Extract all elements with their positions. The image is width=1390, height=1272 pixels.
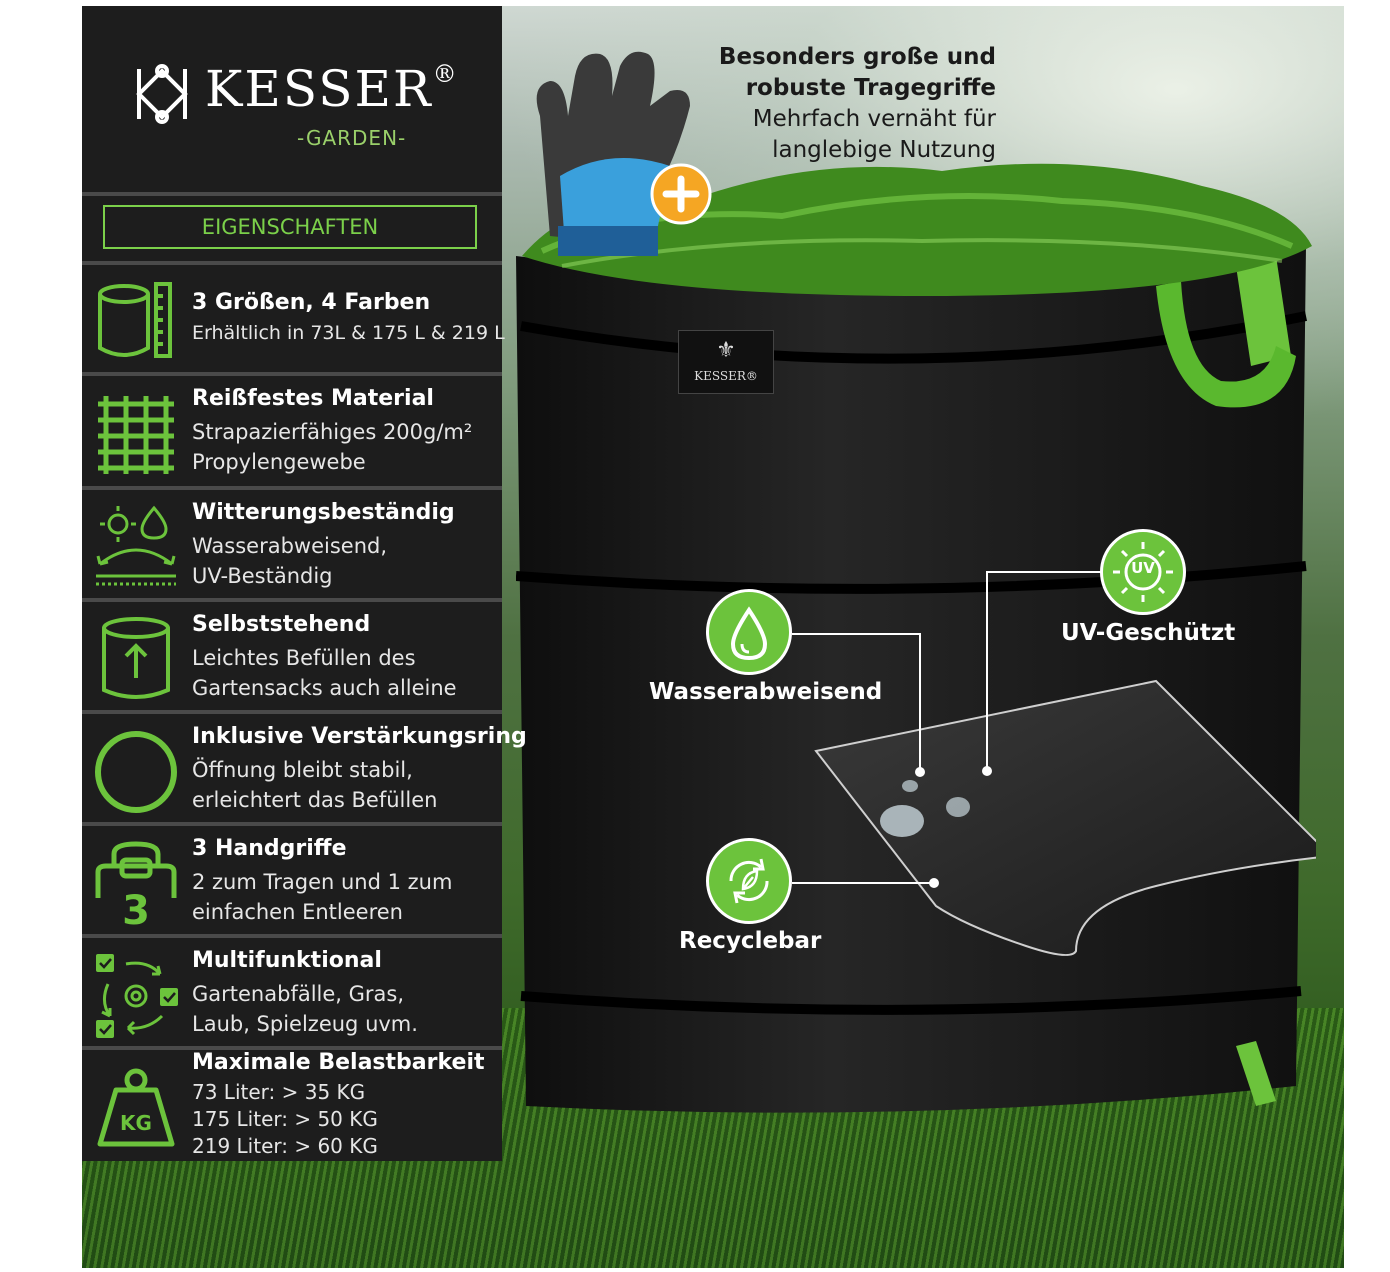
feature-line: Erhältlich in 73L & 175 L & 219 L (192, 322, 505, 344)
weather-icon (96, 505, 176, 586)
weight-label: KG (120, 1111, 152, 1135)
feature-line: 175 Liter: > 50 KG (192, 1107, 378, 1131)
feature-line: 73 Liter: > 35 KG (192, 1080, 366, 1104)
feature-line: Laub, Spielzeug uvm. (192, 1012, 418, 1036)
divider (82, 1046, 502, 1050)
divider (82, 486, 502, 490)
feature-line: einfachen Entleeren (192, 900, 403, 924)
divider (82, 192, 502, 196)
water-label: Wasserabweisend (649, 679, 883, 705)
handles-icon: 3 (95, 841, 177, 926)
handles-number: 3 (122, 888, 150, 926)
feature-ring: Inklusive Verstärkungsring Öffnung bleib… (82, 716, 527, 824)
feature-title: 3 Größen, 4 Farben (192, 290, 431, 315)
feature-line: 219 Liter: > 60 KG (192, 1134, 378, 1158)
feature-line: Wasserabweisend, (192, 534, 388, 558)
divider (82, 598, 502, 602)
woven-fabric-icon (98, 396, 174, 474)
bag-logo-label: ⚜ KESSER® (678, 330, 774, 394)
feature-line: 2 zum Tragen und 1 zum (192, 870, 453, 894)
multifunction-icon (96, 954, 178, 1038)
divider (82, 261, 502, 265)
feature-title: Inklusive Verstärkungsring (192, 724, 527, 749)
handle-callout-line-4: langlebige Nutzung (772, 137, 996, 163)
ring-icon (95, 731, 177, 813)
feature-multifunction: Multifunktional Gartenabfälle, Gras, Lau… (82, 940, 502, 1048)
brand-subtitle: -GARDEN- (297, 126, 407, 150)
product-image: ⚜ KESSER® Besonders große und robuste Tr… (82, 6, 1344, 1268)
feature-load: KG Maximale Belastbarkeit 73 Liter: > 35… (82, 1050, 502, 1158)
feature-title: 3 Handgriffe (192, 836, 347, 861)
brand-name: KESSER® (205, 60, 459, 118)
sun-icon (1113, 542, 1173, 602)
feature-handles: 3 3 Handgriffe 2 zum Tragen und 1 zum ei… (82, 828, 502, 936)
handle-callout: Besonders große und robuste Tragegriffe … (719, 42, 996, 166)
weight-icon: KG (97, 1068, 175, 1147)
feature-line: Leichtes Befüllen des (192, 646, 416, 670)
plus-icon (650, 163, 712, 225)
green-handle (1156, 256, 1296, 408)
water-drop-icon (730, 606, 768, 661)
cylinder-size-icon (98, 282, 172, 358)
water-badge (706, 589, 792, 675)
recycle-badge (706, 838, 792, 924)
divider (82, 822, 502, 826)
feature-line: UV-Beständig (192, 564, 333, 588)
feature-sizes: 3 Größen, 4 Farben Erhältlich in 73L & 1… (82, 266, 505, 374)
divider (82, 934, 502, 938)
feature-title: Multifunktional (192, 948, 382, 973)
self-standing-icon (102, 617, 170, 699)
divider (82, 372, 502, 376)
feature-line: erleichtert das Befüllen (192, 788, 438, 812)
feature-title: Reißfestes Material (192, 386, 434, 411)
section-title: EIGENSCHAFTEN (103, 205, 477, 249)
bag-logo-text: KESSER® (694, 369, 758, 383)
kesser-monogram-icon (136, 64, 188, 124)
feature-line: Öffnung bleibt stabil, (192, 758, 413, 782)
callout-connectors (792, 571, 1102, 888)
recycle-label: Recyclebar (679, 928, 822, 954)
feature-line: Gartensacks auch alleine (192, 676, 457, 700)
feature-line: Propylengewebe (192, 450, 366, 474)
handle-callout-line-2: robuste Tragegriffe (745, 75, 996, 101)
feature-line: Strapazierfähiges 200g/m² (192, 420, 473, 444)
handle-callout-line-3: Mehrfach vernäht für (752, 106, 996, 132)
divider (82, 710, 502, 714)
feature-self-standing: Selbststehend Leichtes Befüllen des Gart… (82, 604, 502, 712)
feature-title: Maximale Belastbarkeit (192, 1050, 485, 1075)
brand-logo: KESSER® -GARDEN- (127, 56, 467, 156)
handle-callout-line-1: Besonders große und (718, 44, 996, 70)
uv-badge-text: UV (1131, 559, 1155, 577)
feature-material: Reißfestes Material Strapazierfähiges 20… (82, 378, 502, 486)
feature-weather: Witterungsbeständig Wasserabweisend, UV-… (82, 492, 502, 600)
feature-title: Selbststehend (192, 612, 371, 637)
registered-mark: ® (432, 60, 459, 88)
recycle-leaf-icon (729, 858, 769, 904)
feature-panel: KESSER® -GARDEN- EIGENSCHAFTEN 3 Größen,… (82, 6, 527, 1161)
uv-label: UV-Geschützt (1061, 620, 1236, 646)
brand-name-text: KESSER (205, 60, 433, 118)
feature-title: Witterungsbeständig (192, 500, 455, 525)
uv-badge: UV (1100, 529, 1186, 615)
feature-line: Gartenabfälle, Gras, (192, 982, 405, 1006)
